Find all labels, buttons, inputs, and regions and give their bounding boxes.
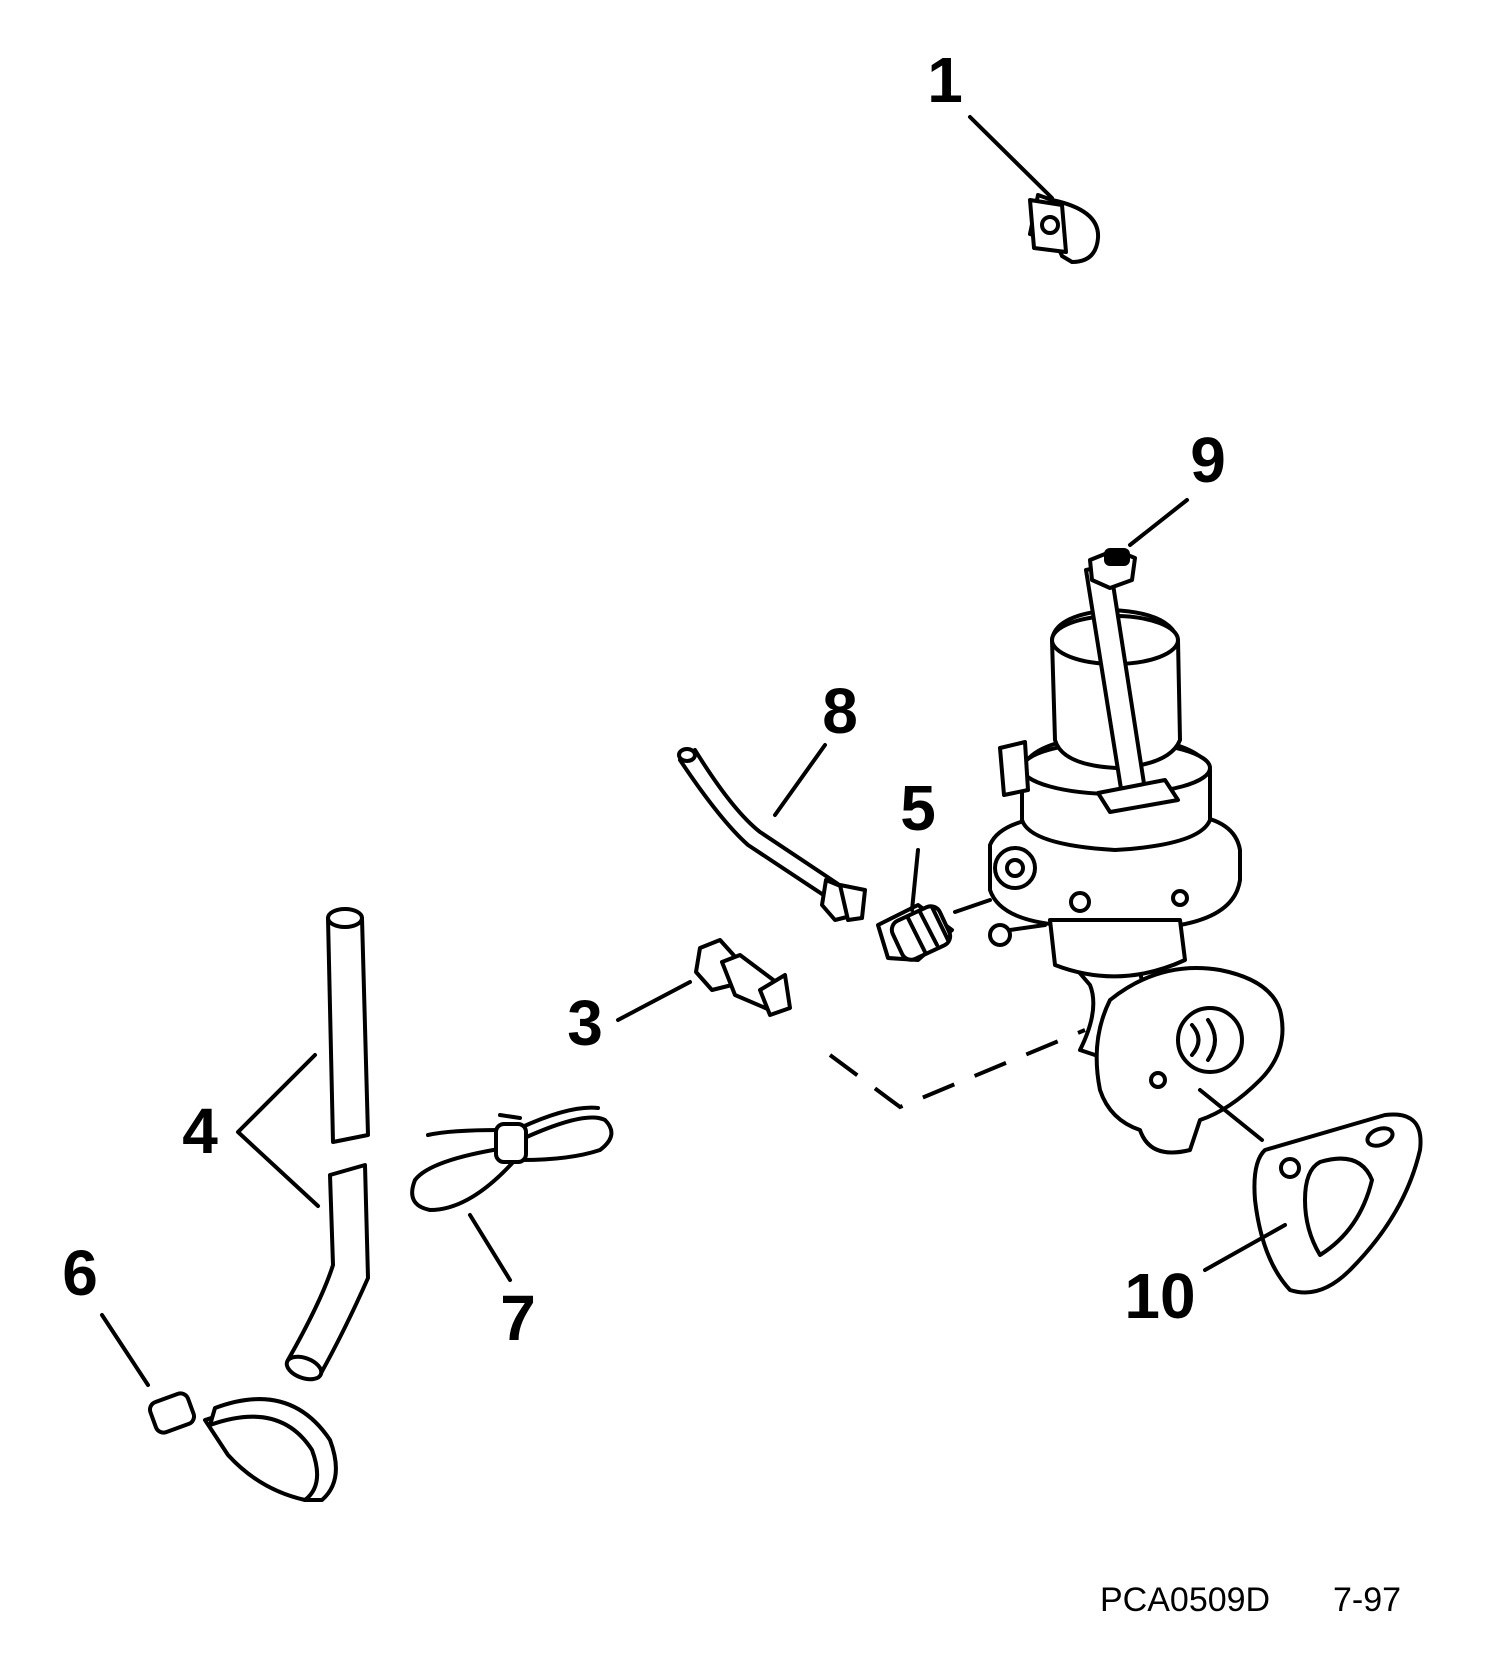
part-3-barb-fitting [694,938,792,1017]
drawing-code: PCA0509D [1100,1581,1270,1619]
part-8-hose [677,747,867,922]
leader-5 [910,848,920,912]
part-10-gasket [1252,1112,1423,1295]
drawing-date: 7-97 [1333,1581,1401,1619]
leader-10-gasket [1203,1223,1287,1272]
leader-6 [100,1313,150,1387]
connection-line [828,1028,1086,1110]
leader-7 [468,1213,512,1282]
callout-7: 7 [500,1282,536,1354]
callout-8: 8 [822,675,858,747]
part-1-clamp [1028,193,1101,264]
part-7-clamp [410,1105,614,1212]
leader-9 [1128,498,1189,547]
leader-10-flange [1198,1088,1264,1142]
callout-3: 3 [567,987,603,1059]
leader-3 [616,980,692,1022]
part-5-fitting [876,898,992,962]
leader-4 [236,1053,320,1208]
callout-10: 10 [1124,1260,1195,1332]
callout-4: 4 [182,1095,218,1167]
leader-1 [968,115,1054,200]
callout-5: 5 [900,772,936,844]
part-6-clamp [147,1391,338,1502]
part-4-hoses [284,907,370,1382]
part-9-fuel-pump [988,548,1285,1155]
callout-9: 9 [1190,424,1226,496]
callout-1: 1 [927,44,963,116]
callout-6: 6 [62,1237,98,1309]
leader-8 [773,743,827,817]
